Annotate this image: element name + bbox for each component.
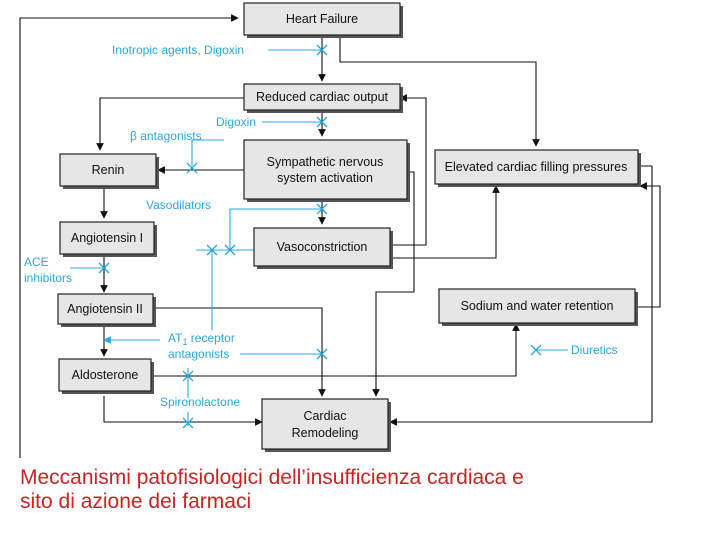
pathway-arrows bbox=[19, 14, 661, 458]
pathophysiology-diagram: Heart Failure Reduced cardiac output Ren… bbox=[19, 2, 661, 458]
box-elevated-filling: Elevated cardiac filling pressures bbox=[434, 149, 641, 187]
box-sympathetic-label-1: Sympathetic nervous bbox=[267, 155, 384, 169]
drug-label-at1-line2: antagonists bbox=[168, 347, 229, 361]
box-aldosterone: Aldosterone bbox=[58, 358, 154, 394]
box-elevated-filling-label: Elevated cardiac filling pressures bbox=[445, 160, 628, 174]
box-renin: Renin bbox=[59, 153, 159, 189]
drug-label-digoxin: Digoxin bbox=[216, 115, 256, 129]
box-renin-label: Renin bbox=[92, 163, 125, 177]
drug-label-beta: β antagonists bbox=[130, 129, 202, 143]
drug-action-lines bbox=[70, 49, 568, 426]
drug-label-at1: AT1 receptor bbox=[168, 331, 235, 347]
drug-label-at1-subscript: 1 bbox=[182, 337, 187, 347]
box-vasoconstriction-label: Vasoconstriction bbox=[277, 240, 368, 254]
drug-label-diuretics: Diuretics bbox=[571, 343, 618, 357]
box-angiotensin-1: Angiotensin I bbox=[59, 221, 157, 257]
box-angiotensin-1-label: Angiotensin I bbox=[71, 231, 143, 245]
box-aldosterone-label: Aldosterone bbox=[72, 368, 139, 382]
drug-label-ace-1: ACE bbox=[24, 255, 49, 269]
figure-caption: Meccanismi patofisiologici dell’insuffic… bbox=[20, 466, 710, 514]
drug-label-ace-2: inhibitors bbox=[24, 271, 72, 285]
box-sympathetic: Sympathetic nervous system activation bbox=[243, 139, 410, 202]
drug-label-spironolactone: Spironolactone bbox=[160, 395, 240, 409]
drug-label-at1-prefix: AT bbox=[168, 331, 183, 345]
box-sympathetic-label-2: system activation bbox=[277, 171, 373, 185]
box-reduced-output: Reduced cardiac output bbox=[243, 83, 403, 113]
box-cardiac-remodeling-label-2: Remodeling bbox=[292, 426, 359, 440]
drug-label-vasodilators: Vasodilators bbox=[146, 198, 211, 212]
drug-labels: Inotropic agents, Digoxin Digoxin β anta… bbox=[24, 43, 618, 409]
box-angiotensin-2: Angiotensin II bbox=[57, 293, 156, 327]
box-cardiac-remodeling-label-1: Cardiac bbox=[303, 409, 346, 423]
drug-action-markers bbox=[98, 44, 542, 429]
box-cardiac-remodeling: Cardiac Remodeling bbox=[261, 398, 391, 452]
box-angiotensin-2-label: Angiotensin II bbox=[67, 302, 143, 316]
box-sodium-water-label: Sodium and water retention bbox=[461, 299, 614, 313]
box-heart-failure: Heart Failure bbox=[243, 2, 403, 38]
drug-label-inotropic: Inotropic agents, Digoxin bbox=[112, 43, 244, 57]
caption-line-2: sito di azione dei farmaci bbox=[20, 490, 252, 513]
box-heart-failure-label: Heart Failure bbox=[286, 12, 358, 26]
box-reduced-output-label: Reduced cardiac output bbox=[256, 90, 389, 104]
box-vasoconstriction: Vasoconstriction bbox=[253, 227, 393, 269]
box-sodium-water: Sodium and water retention bbox=[438, 288, 638, 326]
drug-label-at1-suffix: receptor bbox=[187, 331, 234, 345]
caption-line-1: Meccanismi patofisiologici dell’insuffic… bbox=[20, 466, 524, 489]
